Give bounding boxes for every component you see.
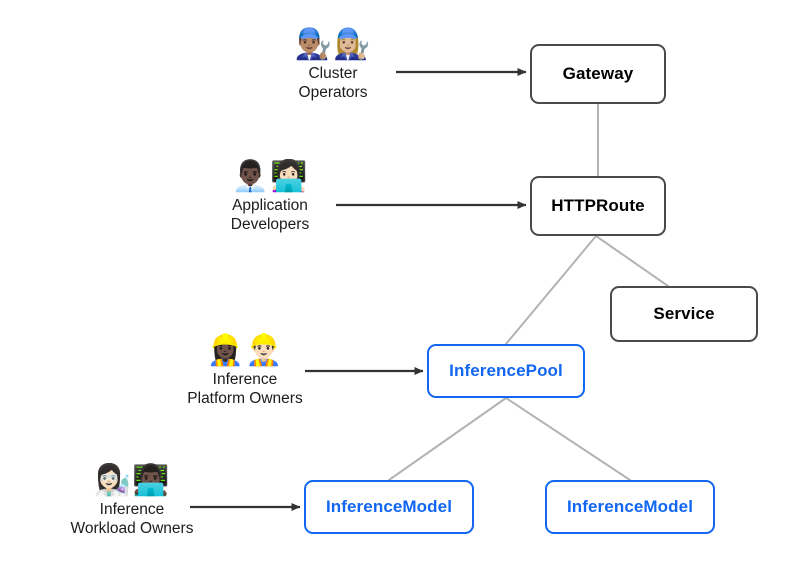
node-label: InferencePool (449, 361, 563, 380)
node-label: Gateway (562, 64, 634, 83)
man-office-worker-icon: 👨🏿‍💼👩🏻‍💻 (231, 159, 309, 194)
node-inferencepool[interactable]: InferencePool (427, 344, 585, 398)
edge-inferencepool-inferencemodel2 (505, 397, 631, 481)
persona-label: Application Developers (230, 197, 310, 233)
node-httproute[interactable]: HTTPRoute (530, 176, 666, 236)
persona-cluster-operators: 👨🏽‍🔧👩🏼‍🔧Cluster Operators (268, 28, 398, 102)
persona-inference-workload-owners: 👩🏻‍🔬👨🏿‍💻Inference Workload Owners (42, 464, 222, 538)
persona-inference-platform-owners: 👷🏿‍♀️👷🏻‍♂️Inference Platform Owners (160, 334, 330, 408)
node-service[interactable]: Service (610, 286, 758, 342)
persona-arrows (190, 68, 527, 511)
node-label: InferenceModel (325, 497, 453, 516)
persona-label: Inference Workload Owners (70, 501, 194, 537)
edge-httproute-service (595, 235, 669, 287)
node-label: InferenceModel (566, 497, 694, 516)
edge-inferencepool-inferencemodel1 (388, 397, 507, 481)
persona-application-developers: 👨🏿‍💼👩🏻‍💻Application Developers (205, 160, 335, 234)
node-gateway[interactable]: Gateway (530, 44, 666, 104)
node-label: Service (653, 304, 715, 323)
node-inferencemodel1[interactable]: InferenceModel (304, 480, 474, 534)
persona-label: Inference Platform Owners (187, 371, 303, 407)
edge-httproute-inferencepool (505, 235, 597, 345)
woman-construction-worker-icon: 👷🏿‍♀️👷🏻‍♂️ (206, 333, 284, 368)
woman-scientist-icon: 👩🏻‍🔬👨🏿‍💻 (93, 463, 171, 498)
node-label: HTTPRoute (551, 196, 645, 215)
node-inferencemodel2[interactable]: InferenceModel (545, 480, 715, 534)
man-mechanic-icon: 👨🏽‍🔧👩🏼‍🔧 (294, 27, 372, 62)
persona-label: Cluster Operators (298, 65, 368, 101)
